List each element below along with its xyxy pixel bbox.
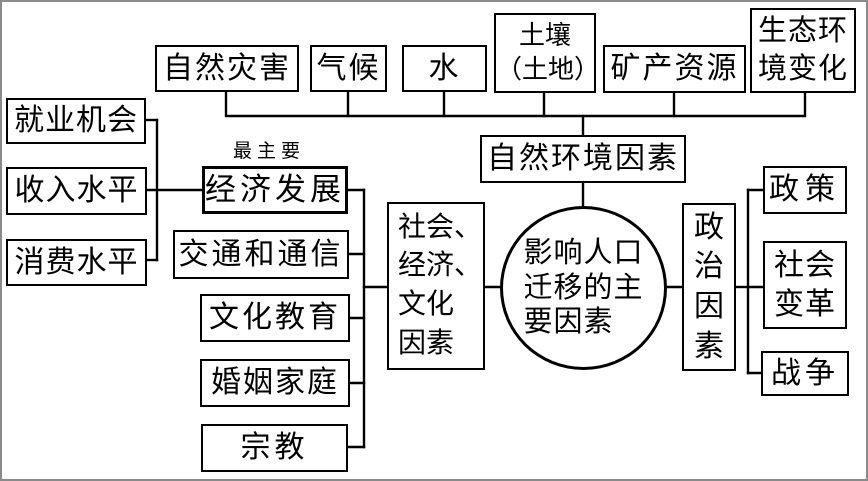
node-soil-land: 土壤 （土地） <box>494 13 600 93</box>
node-marriage-family: 婚姻家庭 <box>200 359 350 407</box>
node-transport-and-communication: 交通和通信 <box>173 230 349 279</box>
node-political-category: 政 治 因 素 <box>682 203 736 371</box>
note-most-important: 最主要 <box>233 141 306 162</box>
center-node: 影响人口 迁移的主 要因素 <box>500 206 667 370</box>
node-consumption-level: 消费水平 <box>6 239 147 286</box>
node-natural-disaster: 自然灾害 <box>155 45 299 92</box>
node-income-level: 收入水平 <box>6 167 147 215</box>
node-economic-development: 经济发展 <box>202 166 348 214</box>
node-policy: 政策 <box>763 166 847 214</box>
node-natural-environment-category: 自然环境因素 <box>480 135 686 183</box>
node-war: 战争 <box>761 351 849 396</box>
node-mineral-resources: 矿产资源 <box>603 45 746 93</box>
node-culture-education: 文化教育 <box>200 294 350 342</box>
node-water: 水 <box>402 45 487 92</box>
node-religion: 宗教 <box>201 424 348 472</box>
node-ecological-environment-change: 生态环 境变化 <box>750 8 856 93</box>
node-climate: 气候 <box>310 45 387 92</box>
node-employment-opportunity: 就业机会 <box>6 98 146 144</box>
node-social-reform: 社会 变革 <box>763 241 847 329</box>
center-node-label: 影响人口 迁移的主 要因素 <box>523 236 644 339</box>
node-socioeconomic-category: 社会、 经济、 文化 因素 <box>387 202 485 370</box>
